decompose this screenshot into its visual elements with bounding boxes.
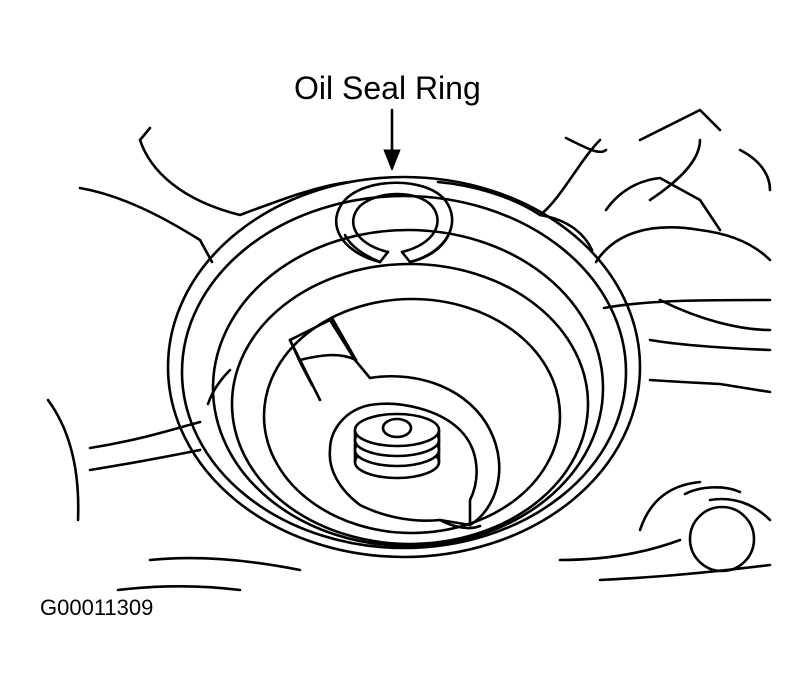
oil-seal-ring: [334, 181, 454, 264]
center-shaft: [353, 412, 441, 480]
housing-casting-outline: [46, 108, 772, 592]
figure-id-label: G00011309: [40, 595, 154, 620]
side-boss: [683, 486, 756, 573]
bore-outer-rings: [166, 175, 642, 559]
callout-arrow: [383, 108, 401, 171]
pump-gear-plate: [288, 316, 501, 530]
oil-seal-ring-label: Oil Seal Ring: [294, 70, 481, 106]
